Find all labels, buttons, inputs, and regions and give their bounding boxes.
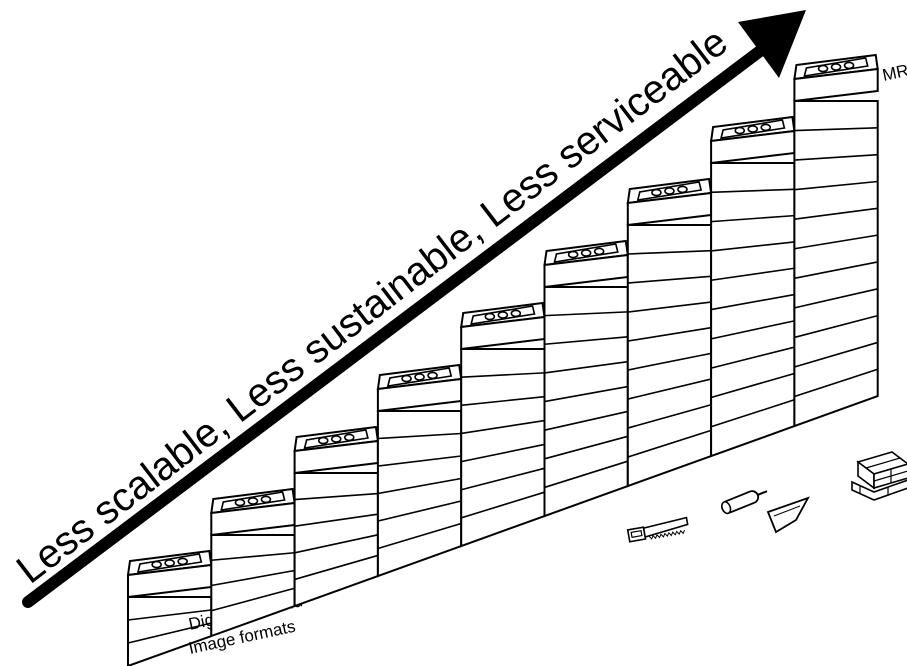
brick-hole bbox=[817, 64, 829, 73]
arrow-shaft bbox=[22, 36, 778, 608]
mortar-line bbox=[627, 352, 712, 371]
step-column bbox=[293, 472, 379, 608]
mortar-line bbox=[710, 372, 795, 399]
mortar-line bbox=[544, 311, 628, 317]
mortar-line bbox=[794, 153, 878, 161]
brick-hole bbox=[177, 557, 188, 566]
brick-hole bbox=[830, 63, 842, 71]
mortar-line bbox=[627, 275, 712, 284]
step-column bbox=[793, 100, 879, 428]
brick-hole bbox=[260, 495, 272, 504]
brick-front-face bbox=[793, 67, 879, 103]
brick-hole bbox=[247, 497, 259, 505]
mortar-line bbox=[461, 395, 545, 407]
brick-hole bbox=[747, 125, 759, 133]
brick-hole bbox=[401, 374, 412, 383]
mortar-line bbox=[461, 372, 545, 378]
brick-hole bbox=[427, 371, 438, 380]
brick-hole bbox=[484, 312, 496, 321]
mortar-line bbox=[294, 554, 379, 581]
mortar-line bbox=[127, 609, 212, 621]
mortar-line bbox=[794, 288, 878, 309]
trowel-icon bbox=[721, 490, 810, 534]
mortar-line bbox=[377, 500, 462, 522]
brick-hole bbox=[497, 311, 509, 319]
mortar-line bbox=[544, 360, 628, 374]
mortar-line bbox=[461, 443, 545, 463]
brick-hole bbox=[151, 560, 162, 569]
mortar-line bbox=[794, 368, 878, 398]
mortar-line bbox=[544, 460, 629, 489]
mortar-line bbox=[461, 467, 545, 491]
brick-hole bbox=[843, 61, 855, 70]
mortar-line bbox=[710, 267, 795, 282]
brick-hole bbox=[677, 185, 688, 194]
mortar-line bbox=[627, 403, 712, 429]
mortar-line bbox=[627, 378, 712, 400]
mortar-line bbox=[377, 477, 462, 495]
brick-hole bbox=[510, 309, 522, 318]
mortar-line bbox=[794, 180, 878, 191]
brick-hole bbox=[414, 373, 425, 381]
brick-hole bbox=[593, 247, 605, 256]
brick-hole bbox=[580, 249, 592, 257]
mortar-line bbox=[377, 432, 462, 440]
brick-hole bbox=[651, 188, 662, 197]
mortar-line bbox=[711, 241, 795, 252]
mortar-line bbox=[211, 569, 295, 587]
brick-hole bbox=[760, 123, 772, 132]
arrow-head bbox=[738, 10, 806, 78]
mortar-line bbox=[711, 214, 795, 223]
mortar-line bbox=[377, 455, 462, 467]
brick-hole bbox=[734, 126, 746, 135]
step-column bbox=[710, 162, 796, 458]
brick-hole bbox=[317, 436, 329, 445]
step-column bbox=[543, 286, 629, 518]
mortar-line bbox=[544, 435, 629, 460]
mortar-line bbox=[460, 491, 545, 519]
mortar-line bbox=[544, 335, 628, 346]
brick-hole bbox=[343, 433, 355, 442]
brick-hole bbox=[330, 435, 342, 443]
mortar-line bbox=[377, 522, 462, 550]
step-8: VR bbox=[709, 115, 824, 458]
mortar-line bbox=[294, 492, 378, 501]
step-label: MR bbox=[881, 61, 907, 85]
mortar-line bbox=[710, 293, 795, 311]
mortar-line bbox=[794, 234, 878, 250]
mortar-line bbox=[794, 127, 878, 132]
mortar-line bbox=[544, 410, 628, 431]
saw-icon bbox=[626, 516, 689, 543]
mortar-line bbox=[627, 326, 712, 342]
step-9: MR bbox=[793, 53, 907, 428]
brick-hole bbox=[234, 498, 246, 507]
mortar-line bbox=[294, 534, 379, 554]
mortar-line bbox=[710, 320, 795, 340]
mortar-line bbox=[127, 622, 212, 644]
mortar-line bbox=[627, 301, 712, 313]
mortar-line bbox=[794, 207, 878, 221]
brick-hole bbox=[164, 559, 175, 567]
mortar-line bbox=[211, 587, 295, 612]
arrow bbox=[22, 10, 806, 608]
mortar-line bbox=[794, 314, 878, 339]
mortar-line bbox=[627, 429, 712, 458]
mortar-line bbox=[294, 513, 379, 528]
brick-staircase: Digital Text andImage formatsAudio / Pod… bbox=[126, 53, 907, 666]
brick-hole bbox=[664, 187, 675, 195]
mortar-line bbox=[211, 551, 295, 562]
mortar-line bbox=[710, 399, 795, 428]
brick-pallet-icon bbox=[851, 451, 907, 501]
mortar-line bbox=[794, 341, 878, 368]
mortar-line bbox=[711, 188, 795, 194]
brick-hole bbox=[567, 250, 579, 259]
mortar-line bbox=[461, 419, 545, 435]
mortar-line bbox=[710, 346, 795, 369]
mortar-line bbox=[794, 261, 878, 280]
mortar-line bbox=[544, 385, 628, 403]
mortar-line bbox=[627, 249, 712, 255]
